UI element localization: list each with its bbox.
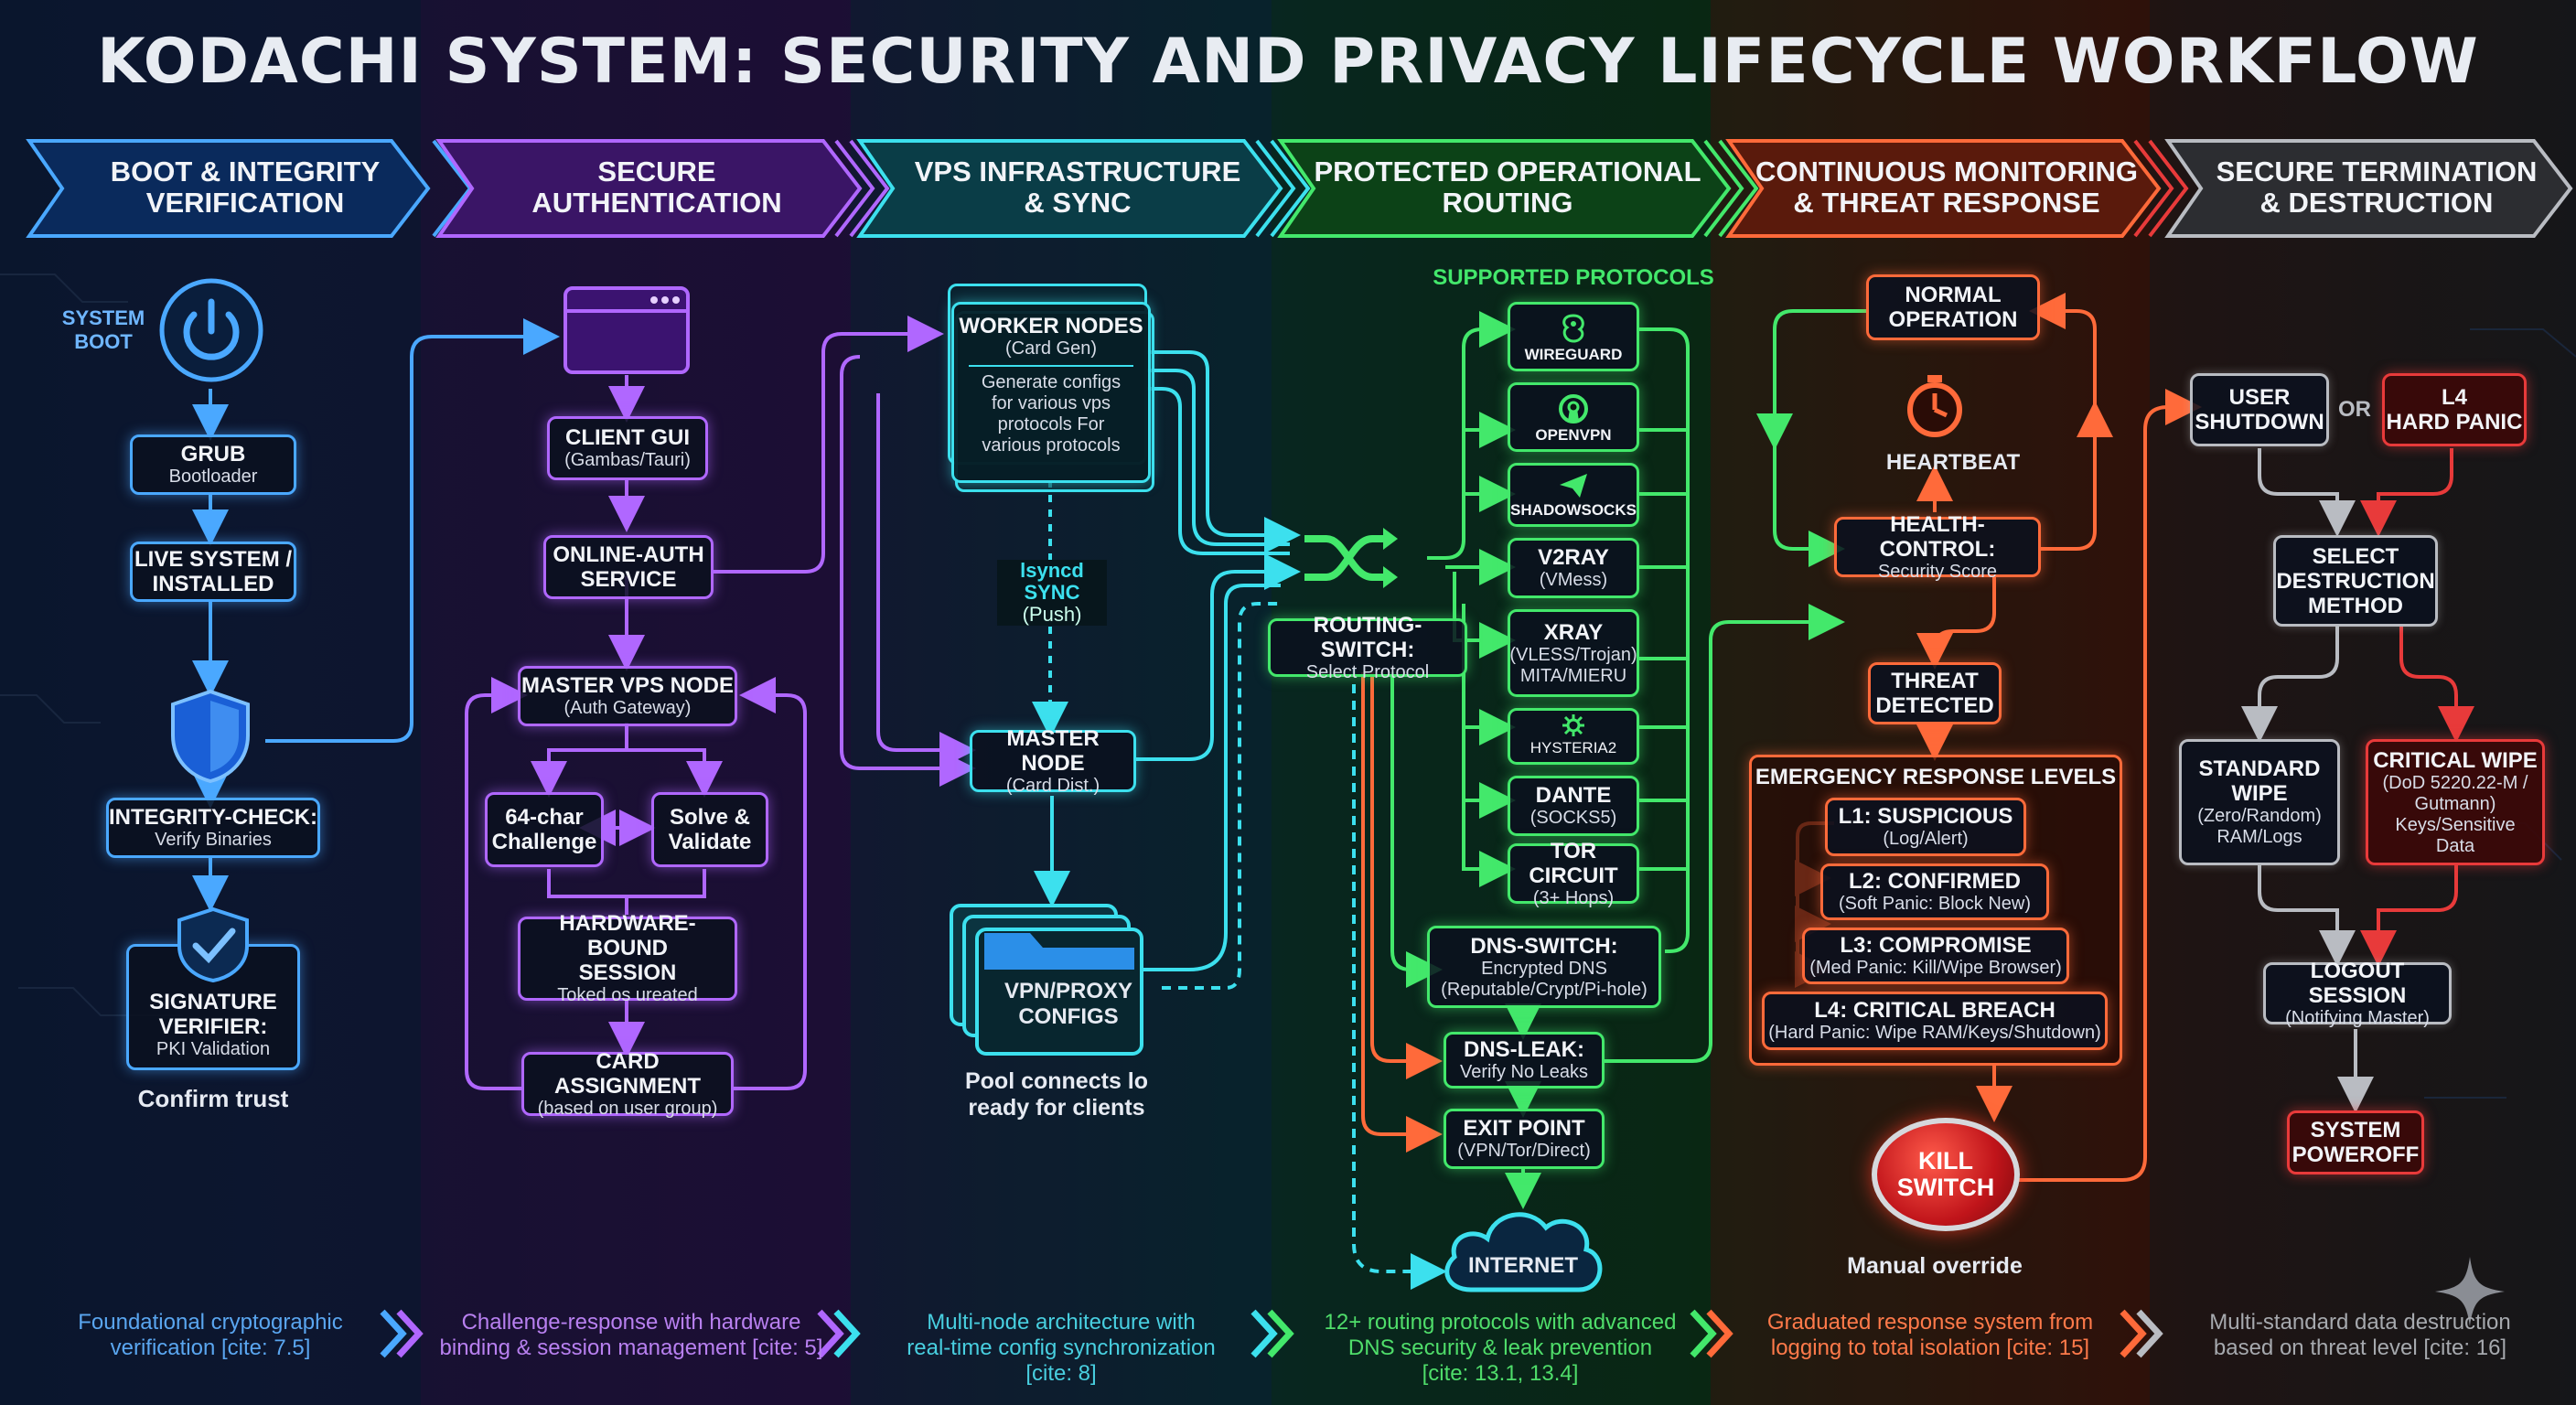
supported-protocols-label: SUPPORTED PROTOCOLS [1433,265,1714,290]
stopwatch-icon [1907,375,1962,437]
openvpn-icon [1559,394,1588,424]
level-1-node: L1: SUSPICIOUS(Log/Alert) [1825,798,2026,856]
wireguard-icon [1562,314,1584,343]
dns-leak-node: DNS-LEAK:Verify No Leaks [1444,1032,1605,1089]
solve-validate-node: Solve &Validate [651,792,768,867]
shuffle-icon [1304,528,1398,588]
page-title: KODACHI SYSTEM: SECURITY AND PRIVACY LIF… [97,26,2479,98]
routing-switch-node: ROUTING-SWITCH:Select Protocol [1268,613,1467,682]
live-system-node: LIVE SYSTEM /INSTALLED [130,542,296,602]
sparkle-icon [2435,1257,2505,1326]
stage-vps: VPS INFRASTRUCTURE& SYNC [914,156,1241,219]
integrity-check-node: INTEGRITY-CHECK:Verify Binaries [106,798,320,858]
verified-shield-icon [177,906,249,982]
protocol-hysteria2: HYSTERIA2 [1508,708,1639,765]
stage-chevron-bar [26,139,2573,238]
card-assignment-node: CARD ASSIGNMENT(based on user group) [521,1049,734,1119]
browser-window-icon [564,286,690,374]
level-3-node: L3: COMPROMISE(Med Panic: Kill/Wipe Brow… [1802,928,2069,984]
protocol-openvpn: OPENVPN [1508,382,1639,452]
heartbeat-label: HEARTBEAT [1885,450,2021,475]
protocol-wireguard: WIREGUARD [1508,302,1639,371]
critical-wipe-node: CRITICAL WIPE(DoD 5220.22-M /Gutmann)Key… [2366,739,2545,865]
dns-switch-node: DNS-SWITCH:Encrypted DNS(Reputable/Crypt… [1427,926,1661,1008]
client-gui-node: CLIENT GUI(Gambas/Tauri) [547,416,708,480]
master-node: MASTER NODE(Card Dist.) [970,726,1136,796]
footer-arrows [380,1309,2163,1358]
paper-plane-icon [1560,474,1587,498]
folder-stack-icon [950,904,1143,1056]
shield-icon [171,689,250,784]
exit-point-node: EXIT POINT(VPN/Tor/Direct) [1444,1109,1605,1169]
stage-monitoring: CONTINUOUS MONITORING& THREAT RESPONSE [1755,156,2138,219]
protocol-xray: XRAY(VLESS/Trojan)MITA/MIERU [1508,609,1639,697]
protocol-v2ray: V2RAY(VMess) [1508,538,1639,598]
master-vps-node: MASTER VPS NODE(Auth Gateway) [518,666,737,726]
or-label: OR [2338,397,2371,422]
protocol-tor-circuit: TOR CIRCUIT(3+ Hops) [1508,839,1639,908]
cloud-icon [1444,1212,1603,1292]
internet-label: INTERNET [1468,1253,1578,1278]
stage-termination: SECURE TERMINATION& DESTRUCTION [2216,156,2538,219]
logout-session-node: LOGOUT SESSION(Notifying Master) [2263,959,2452,1028]
health-control-node: HEALTH-CONTROL:Security Score [1834,512,2041,582]
protocol-shadowsocks: SHADOWSOCKS [1508,463,1639,527]
level-2-node: L2: CONFIRMED(Soft Panic: Block New) [1820,863,2049,920]
level-4-node: L4: CRITICAL BREACH(Hard Panic: Wipe RAM… [1762,992,2108,1050]
power-icon [159,278,263,382]
gear-icon [1562,714,1584,736]
protocol-dante: DANTE(SOCKS5) [1508,776,1639,836]
manual-override-label: Manual override [1847,1253,2023,1279]
confirm-trust-label: Confirm trust [137,1085,289,1112]
